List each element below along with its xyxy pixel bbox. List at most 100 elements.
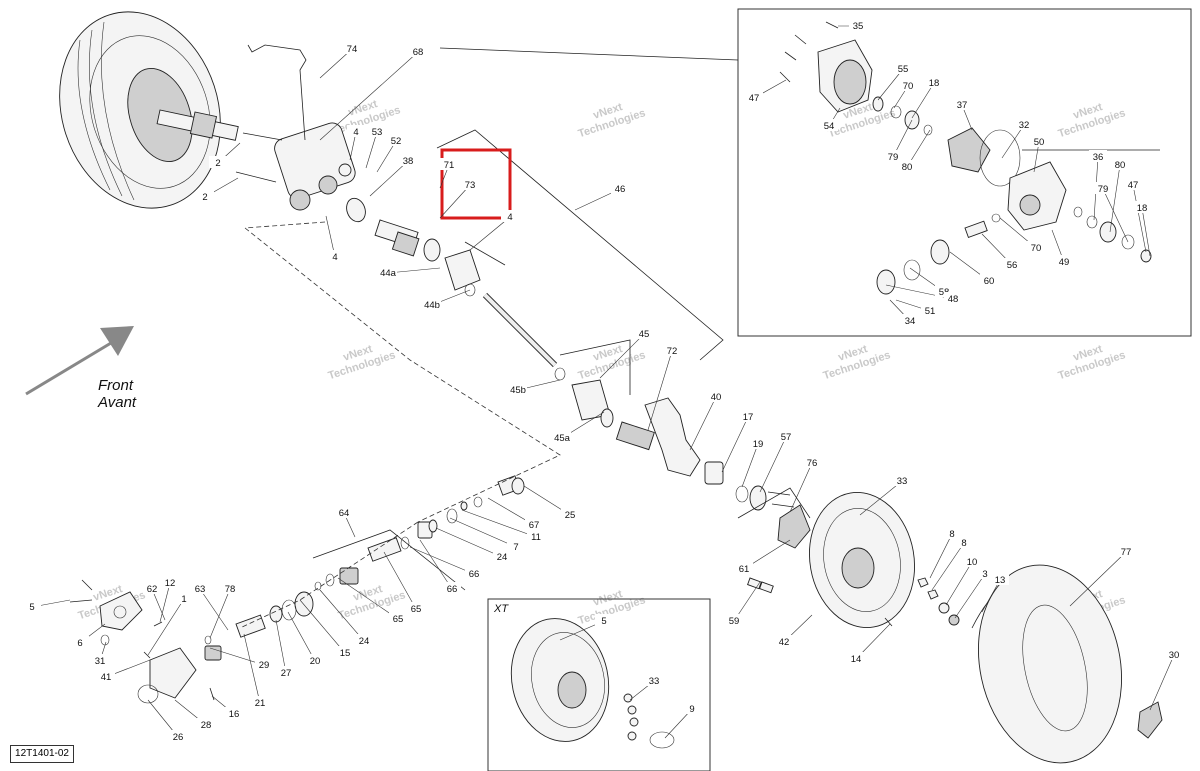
leader-line xyxy=(409,546,475,575)
callout-bg xyxy=(225,707,243,719)
callout-bg xyxy=(884,150,902,162)
callout-bg xyxy=(175,592,193,604)
callout-label: 68 xyxy=(413,47,424,58)
callout-bg xyxy=(898,160,916,172)
callout-label: 69 xyxy=(0,0,5,3)
callout-bg xyxy=(955,536,973,548)
leader-line xyxy=(365,131,378,169)
callout-label: 20 xyxy=(310,656,321,667)
bolt-lower xyxy=(235,171,277,183)
callout-bg xyxy=(976,567,994,579)
leader-line xyxy=(1132,184,1147,253)
callout-bg xyxy=(1089,150,1107,162)
callout-label: 54 xyxy=(824,121,835,132)
seal-ring xyxy=(346,197,366,223)
callout-label: 56 xyxy=(1007,260,1018,271)
callout-bg xyxy=(980,274,998,286)
callout-bg xyxy=(749,437,767,449)
callout-label: 65 xyxy=(393,614,404,625)
callout-label: 5 xyxy=(601,616,606,627)
callout-bg xyxy=(899,79,917,91)
callout-label: 51 xyxy=(925,306,936,317)
callout-bg xyxy=(196,190,214,202)
leader-line xyxy=(981,579,1001,613)
callout-label: 36 xyxy=(1093,152,1104,163)
leader-line xyxy=(469,216,511,251)
callout-label: 66 xyxy=(469,569,480,580)
xt-label: XT xyxy=(493,603,509,615)
callout-bg xyxy=(739,410,757,422)
callout-bg xyxy=(1015,118,1033,130)
callout-bg xyxy=(509,383,527,395)
leader-line xyxy=(376,140,397,173)
upper-drive-shaft xyxy=(156,109,239,141)
construction-lines xyxy=(239,221,561,629)
leader-line xyxy=(1109,164,1121,233)
callout-label: 19 xyxy=(753,439,764,450)
callout-bg xyxy=(1117,545,1135,557)
cv-boot-lower xyxy=(554,367,614,428)
callout-bg xyxy=(1027,241,1045,253)
callout-label: 44a xyxy=(380,268,397,279)
callout-label: 70 xyxy=(903,81,914,92)
callout-label: 66 xyxy=(447,584,458,595)
callout-label: 24 xyxy=(497,552,508,563)
leader-line xyxy=(911,82,935,119)
front-label: Front xyxy=(98,377,134,394)
callout-bg xyxy=(423,298,441,310)
callout-bg xyxy=(777,430,795,442)
leader-line xyxy=(275,619,287,674)
callout-bg xyxy=(925,76,943,88)
callout-bg xyxy=(507,540,525,552)
callout-label: 57 xyxy=(781,432,792,443)
callout-label: 31 xyxy=(95,656,106,667)
callout-label: 8 xyxy=(961,538,966,549)
callout-label: 4 xyxy=(332,252,337,263)
callout-label: 3 xyxy=(982,569,987,580)
xt-cap-ring xyxy=(649,731,675,749)
callout-label: 44b xyxy=(424,300,440,311)
callout-bg xyxy=(461,178,479,190)
callout-label: 76 xyxy=(807,458,818,469)
callout-label: 35 xyxy=(853,21,864,32)
bolt-upper xyxy=(242,132,283,141)
callout-bg xyxy=(440,158,458,170)
callout-label: 80 xyxy=(1115,160,1126,171)
callout-label: 4 xyxy=(353,127,358,138)
callout-label: 47 xyxy=(1128,180,1139,191)
callout-label: 28 xyxy=(201,720,212,731)
leader-line xyxy=(859,480,903,516)
callout-label: 26 xyxy=(173,732,184,743)
knuckle xyxy=(644,397,701,477)
callout-bg xyxy=(725,614,743,626)
callout-label: 21 xyxy=(255,698,266,709)
callout-label: 9 xyxy=(689,704,694,715)
callout-label: 1 xyxy=(181,594,186,605)
leader-line xyxy=(337,577,399,620)
brake-caliper-assembly xyxy=(69,579,215,704)
callout-label: 73 xyxy=(465,180,476,191)
callout-label: 55 xyxy=(898,64,909,75)
callout-bg xyxy=(611,182,629,194)
callout-bg xyxy=(893,474,911,486)
xt-inset-panel: XT xyxy=(487,598,711,771)
front-direction-arrow: Front Avant xyxy=(25,326,137,411)
callout-bg xyxy=(355,634,373,646)
leader-line xyxy=(147,598,185,656)
leader-line xyxy=(151,588,166,621)
callout-label: 79 xyxy=(888,152,899,163)
leader-line xyxy=(439,184,471,219)
leader-line xyxy=(789,462,813,513)
callout-bg xyxy=(379,266,397,278)
callout-bg xyxy=(409,45,427,57)
callout-label: 46 xyxy=(615,184,626,195)
leader-line xyxy=(449,517,517,548)
callout-label: 8 xyxy=(949,529,954,540)
leader-line xyxy=(461,509,537,538)
callout-label: 37 xyxy=(957,100,968,111)
